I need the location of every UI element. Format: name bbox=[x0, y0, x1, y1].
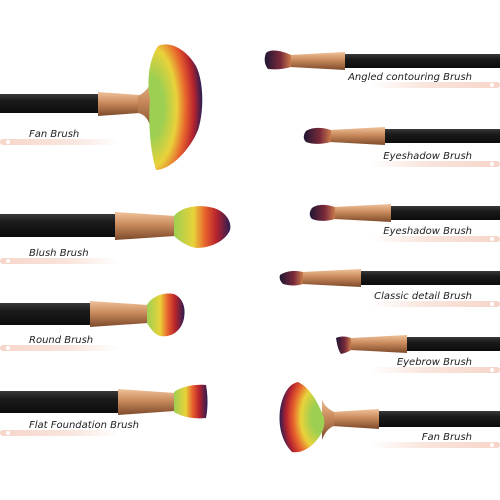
label-bar bbox=[370, 161, 500, 167]
label-bar bbox=[0, 258, 120, 264]
label-bar bbox=[0, 139, 120, 145]
label-bar bbox=[370, 236, 500, 242]
bullet-dot bbox=[6, 140, 10, 144]
bullet-dot bbox=[490, 368, 494, 372]
label-bar bbox=[370, 301, 500, 307]
label-text: Round Brush bbox=[29, 335, 94, 346]
bullet-dot bbox=[490, 162, 494, 166]
fan-brush-right bbox=[279, 382, 500, 453]
eyebrow-brush bbox=[336, 335, 500, 354]
angled-contouring-brush bbox=[264, 50, 500, 70]
bullet-dot bbox=[490, 443, 494, 447]
label-round-brush: Round Brush bbox=[0, 335, 150, 351]
label-text: Eyeshadow Brush bbox=[383, 151, 472, 162]
label-bar bbox=[370, 367, 500, 373]
eyeshadow-brush-2 bbox=[309, 204, 500, 222]
bullet-dot bbox=[490, 83, 494, 87]
label-flat-foundation-brush: Flat Foundation Brush bbox=[0, 420, 170, 436]
round-brush bbox=[0, 293, 185, 337]
label-text: Classic detail Brush bbox=[374, 291, 472, 302]
flat-foundation-brush bbox=[0, 384, 208, 419]
label-text: Eyebrow Brush bbox=[396, 357, 472, 368]
label-fan-brush-left: Fan Brush bbox=[0, 129, 150, 145]
label-bar bbox=[0, 430, 120, 436]
bullet-dot bbox=[490, 237, 494, 241]
label-eyeshadow-brush-1: Eyeshadow Brush bbox=[300, 151, 500, 167]
label-fan-brush-right: Fan Brush bbox=[300, 432, 500, 448]
label-bar bbox=[370, 82, 500, 88]
eyeshadow-brush-1 bbox=[303, 127, 500, 145]
label-classic-detail-brush: Classic detail Brush bbox=[300, 291, 500, 307]
label-text: Eyeshadow Brush bbox=[383, 226, 472, 237]
label-bar bbox=[370, 442, 500, 448]
label-eyeshadow-brush-2: Eyeshadow Brush bbox=[300, 226, 500, 242]
label-text: Fan Brush bbox=[29, 129, 80, 140]
bullet-dot bbox=[6, 259, 10, 263]
label-text: Angled contouring Brush bbox=[348, 72, 472, 83]
label-eyebrow-brush: Eyebrow Brush bbox=[300, 357, 500, 373]
label-angled-contouring-brush: Angled contouring Brush bbox=[300, 72, 500, 88]
label-text: Flat Foundation Brush bbox=[29, 420, 139, 431]
bullet-dot bbox=[6, 346, 10, 350]
label-text: Fan Brush bbox=[421, 432, 472, 443]
blush-brush bbox=[0, 206, 231, 248]
label-blush-brush: Blush Brush bbox=[0, 248, 150, 264]
bullet-dot bbox=[490, 302, 494, 306]
label-bar bbox=[0, 345, 120, 351]
fan-brush-left bbox=[0, 44, 203, 170]
classic-detail-brush bbox=[279, 269, 500, 287]
bullet-dot bbox=[6, 431, 10, 435]
label-text: Blush Brush bbox=[29, 248, 89, 259]
